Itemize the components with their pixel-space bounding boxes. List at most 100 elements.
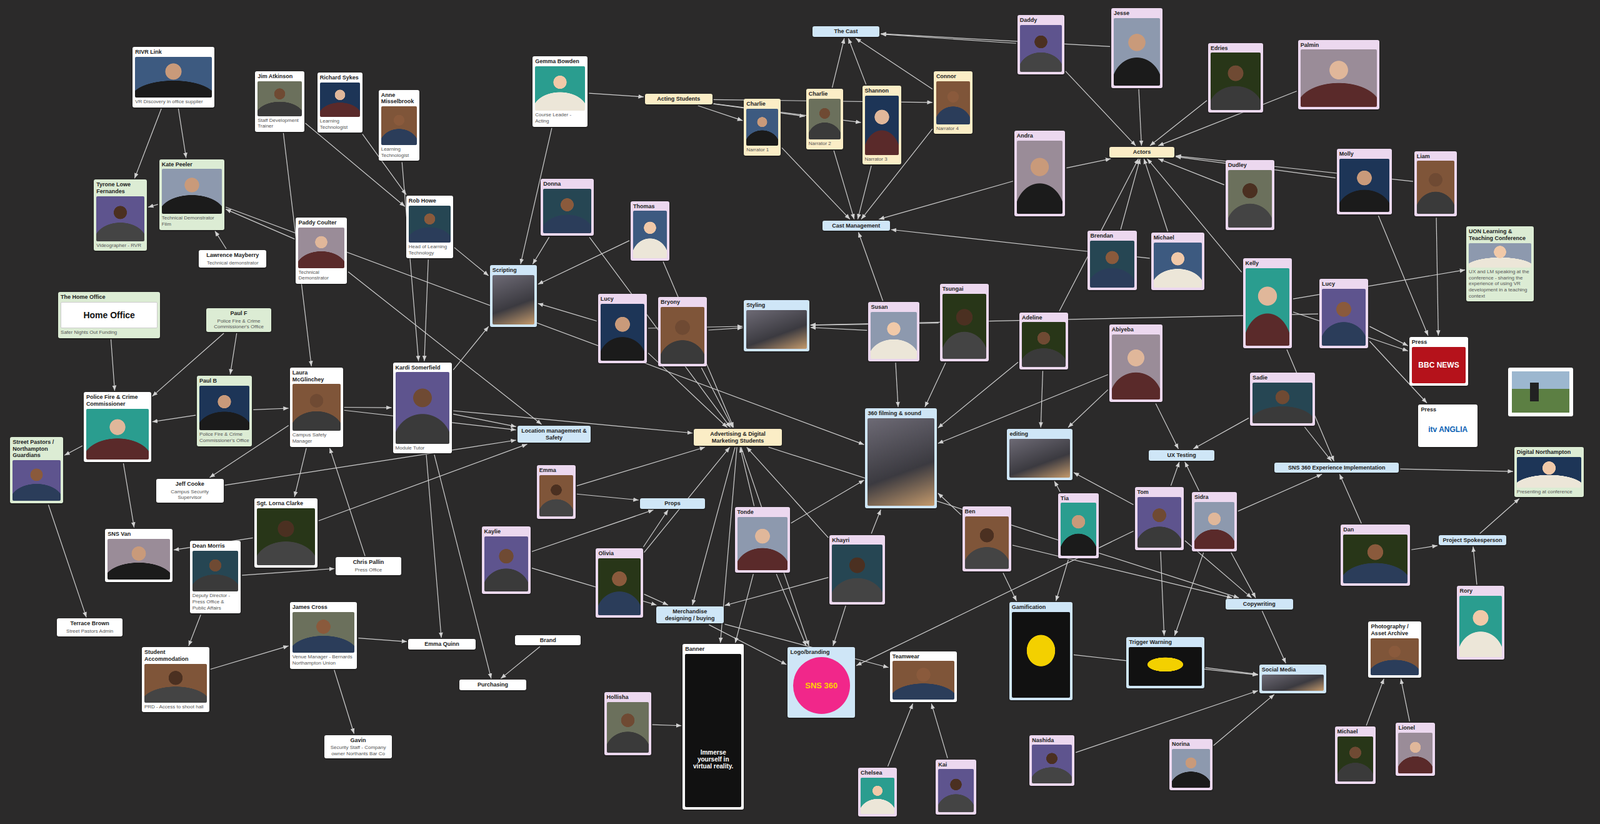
node-title: Sadie: [1252, 374, 1313, 382]
node-title: Advertising & Digital Marketing Students: [696, 430, 779, 445]
photo: [298, 227, 345, 269]
photo: [1416, 160, 1455, 214]
profile-card: Kate PeelerTechnical Demonstrator Film: [159, 159, 225, 230]
node-subtitle: Narrator 2: [808, 140, 841, 147]
photo-sky: [1511, 371, 1570, 389]
profile-card: Laura McGlincheyCampus Safety Manager: [290, 367, 344, 447]
node-subtitle: Narrator 1: [746, 146, 779, 154]
node-title: Tsungai: [942, 285, 987, 293]
node-title: Lucy: [600, 295, 645, 303]
profile-card: Lionel: [1395, 722, 1435, 776]
profile-card: Abiyeba: [1109, 324, 1163, 402]
photo: [1113, 18, 1160, 86]
node-title: Liam: [1416, 153, 1455, 160]
node-title: Olivia: [598, 550, 640, 557]
profile-card: Tonde: [735, 506, 790, 573]
logo-text: Home Office: [60, 301, 158, 329]
node-title: Dean Morris: [192, 542, 239, 550]
connector: [735, 573, 754, 643]
connector: [188, 614, 201, 646]
connector: [330, 448, 366, 557]
photo: [292, 383, 341, 431]
connector: [123, 463, 134, 528]
photo: [1128, 646, 1202, 686]
node-title: Michael: [1337, 728, 1374, 735]
node-title: Nashida: [1031, 736, 1072, 744]
photo: [942, 293, 987, 359]
profile-card: Dan: [1340, 524, 1410, 586]
node-title: Purchasing: [462, 681, 524, 689]
photo: [1468, 243, 1532, 268]
photo: [1516, 456, 1582, 488]
connector: [1120, 158, 1140, 230]
node-title: Press: [1411, 338, 1467, 346]
connector: [424, 259, 429, 361]
connector: [1170, 461, 1179, 486]
connector: [1205, 667, 1259, 675]
photo: [633, 210, 667, 258]
connector: [111, 339, 115, 391]
node-title: Acting Students: [648, 95, 710, 103]
photo: [1011, 611, 1070, 698]
node-title: Charlie: [808, 90, 841, 98]
connector: [358, 638, 407, 642]
connector: [453, 326, 489, 370]
photo: [408, 205, 451, 243]
connector: [652, 724, 682, 726]
connector: [1068, 389, 1109, 427]
photo: [1300, 49, 1378, 107]
node-subtitle: Technical demonstrator: [201, 260, 264, 267]
connector: [833, 605, 846, 646]
profile-card: Gamification: [1009, 601, 1073, 700]
node-title: Abiyeba: [1111, 326, 1160, 334]
connector: [810, 327, 868, 331]
logo-text: Immerse yourself in virtual reality.: [685, 653, 742, 807]
logo-text: BBC NEWS: [1411, 346, 1467, 384]
photo: [1020, 25, 1062, 72]
node-title: Gemma Bowden: [535, 58, 585, 65]
node-title: Donna: [543, 180, 592, 188]
photo: [1343, 534, 1408, 584]
node-title: Molly: [1339, 150, 1390, 158]
photo-card: [1508, 367, 1574, 417]
photo: [1261, 674, 1325, 691]
profile-card: Emma: [536, 465, 576, 519]
node-title: Street Pastors / Northampton Guardians: [12, 438, 61, 459]
connector: [1075, 690, 1259, 753]
node-title: Styling: [746, 301, 807, 309]
node-title: Merchandise designing / buying: [659, 608, 721, 622]
profile-card: Kelly: [1243, 258, 1292, 349]
photo: [660, 306, 705, 364]
node-title: Edries: [1210, 45, 1261, 52]
profile-card: Paddy CoulterTechnical Demonstrator: [295, 217, 347, 284]
connector: [241, 568, 335, 576]
connector: [925, 362, 946, 407]
photo: [539, 475, 574, 516]
photo: [96, 196, 145, 242]
node-title: Gamification: [1011, 603, 1070, 611]
node-subtitle: Videographer - RVR: [96, 242, 145, 249]
logo-text: SNS 360: [793, 656, 850, 714]
profile-card: Kaylie: [481, 526, 531, 594]
photo: [1009, 438, 1070, 478]
node-title: Palmin: [1300, 41, 1378, 49]
topic-pill: Jeff CookeCampus Security Supervisor: [156, 478, 224, 503]
photo: [256, 508, 315, 565]
photo: [135, 56, 212, 98]
photo: [199, 385, 250, 431]
node-title: Terrace Brown: [60, 620, 119, 627]
connector: [880, 34, 1016, 44]
profile-card: Sadie: [1250, 372, 1315, 426]
connector: [1066, 158, 1111, 169]
profile-card: Jesse: [1111, 8, 1163, 89]
node-title: Dan: [1343, 526, 1408, 534]
connector: [692, 446, 735, 605]
topic-pill: Purchasing: [459, 679, 527, 690]
topic-pill: Props: [640, 498, 705, 509]
node-title: Tia: [1060, 495, 1097, 502]
connector: [848, 38, 866, 85]
connector: [1138, 89, 1142, 147]
photo: [1337, 736, 1374, 782]
profile-card: Tsungai: [940, 283, 989, 362]
profile-card: Tyrone Lowe FernandesVideographer - RVR: [93, 179, 147, 251]
